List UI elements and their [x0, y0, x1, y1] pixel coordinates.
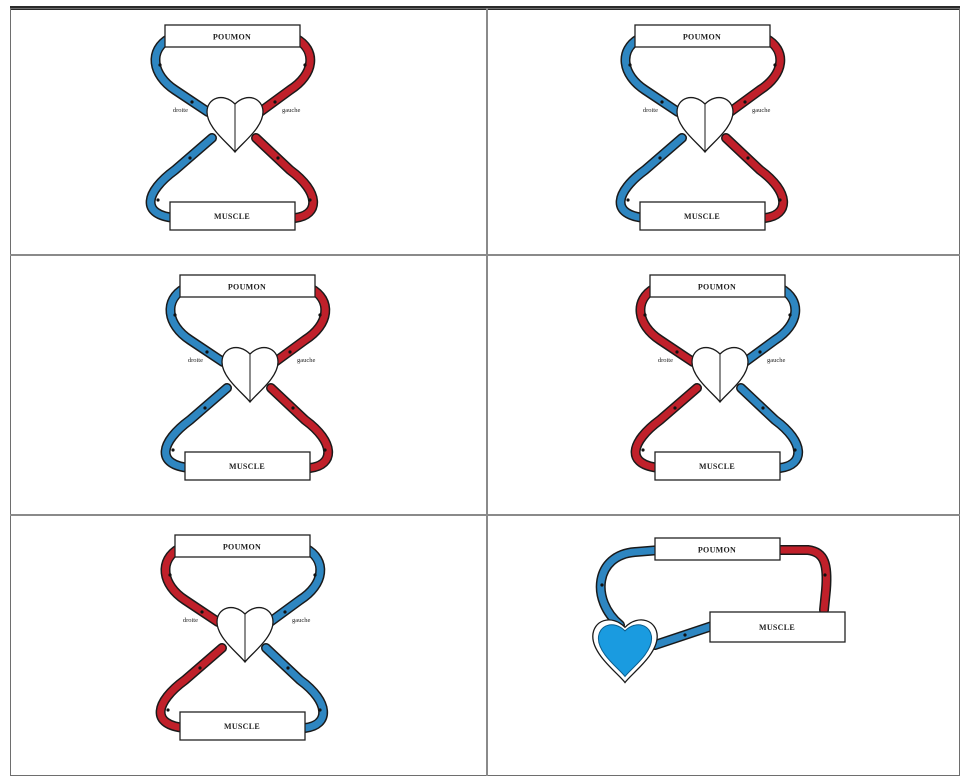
panel-3: POUMON MUSCLE droite gauche	[145, 270, 355, 490]
left-side-label: gauche	[767, 357, 786, 364]
flow-marker	[276, 156, 279, 159]
flow-marker	[773, 63, 776, 66]
flow-marker	[286, 666, 289, 669]
left-side-label: gauche	[297, 357, 316, 364]
flow-marker	[600, 583, 603, 586]
flow-marker	[288, 350, 291, 353]
panel-4: POUMON MUSCLE droite gauche	[615, 270, 825, 490]
flow-marker	[203, 406, 206, 409]
grid-vertical-line	[486, 8, 488, 776]
flow-marker	[168, 573, 171, 576]
flow-marker	[303, 63, 306, 66]
flow-marker	[318, 708, 321, 711]
flow-marker	[313, 573, 316, 576]
flow-marker	[761, 406, 764, 409]
flow-marker	[628, 63, 631, 66]
flow-marker	[188, 156, 191, 159]
flow-marker	[758, 350, 761, 353]
flow-marker	[626, 198, 629, 201]
left-side-label: gauche	[282, 107, 301, 114]
flow-marker	[283, 610, 286, 613]
flow-marker	[683, 633, 686, 636]
panel-2: POUMON MUSCLE droite gauche	[600, 20, 810, 240]
right-side-label: droite	[188, 357, 203, 364]
flow-marker	[658, 156, 661, 159]
single-loop-diagram: POUMON MUSCLE	[580, 530, 860, 690]
flow-marker	[273, 100, 276, 103]
grid-horizontal-line-1	[10, 254, 960, 256]
flow-marker	[291, 406, 294, 409]
flow-marker	[778, 198, 781, 201]
circulation-diagram: POUMON MUSCLE droite gauche	[615, 270, 825, 490]
flow-marker	[171, 448, 174, 451]
muscle-label: MUSCLE	[699, 462, 735, 471]
right-side-label: droite	[643, 107, 658, 114]
circulation-diagram: POUMON MUSCLE droite gauche	[140, 530, 350, 750]
grid-horizontal-line-2	[10, 514, 960, 516]
flow-marker	[643, 313, 646, 316]
flow-marker	[793, 448, 796, 451]
flow-marker	[200, 610, 203, 613]
flow-marker	[308, 198, 311, 201]
flow-marker	[660, 100, 663, 103]
vessel-lung-to-muscle	[780, 550, 827, 610]
flow-marker	[746, 156, 749, 159]
flow-marker	[173, 313, 176, 316]
flow-marker	[323, 448, 326, 451]
heart	[598, 625, 651, 677]
lung-label: POUMON	[683, 33, 721, 42]
flow-marker	[673, 406, 676, 409]
circulation-diagram: POUMON MUSCLE droite gauche	[145, 270, 355, 490]
circulation-diagram: POUMON MUSCLE droite gauche	[600, 20, 810, 240]
lung-label: POUMON	[228, 283, 266, 292]
right-side-label: droite	[173, 107, 188, 114]
flow-marker	[190, 100, 193, 103]
panel-1: POUMON MUSCLE droite gauche	[130, 20, 340, 240]
flow-marker	[823, 573, 826, 576]
circulation-diagram: POUMON MUSCLE droite gauche	[130, 20, 340, 240]
flow-marker	[675, 350, 678, 353]
muscle-label: MUSCLE	[229, 462, 265, 471]
lung-label: POUMON	[698, 546, 736, 555]
flow-marker	[198, 666, 201, 669]
right-side-label: droite	[183, 617, 198, 624]
muscle-label: MUSCLE	[684, 212, 720, 221]
panel-6: POUMON MUSCLE	[580, 530, 860, 690]
muscle-label: MUSCLE	[759, 623, 795, 632]
lung-label: POUMON	[213, 33, 251, 42]
flow-marker	[318, 313, 321, 316]
flow-marker	[166, 708, 169, 711]
flow-marker	[641, 448, 644, 451]
lung-label: POUMON	[223, 543, 261, 552]
right-side-label: droite	[658, 357, 673, 364]
flow-marker	[788, 313, 791, 316]
flow-marker	[205, 350, 208, 353]
lung-label: POUMON	[698, 283, 736, 292]
left-side-label: gauche	[292, 617, 311, 624]
panel-5: POUMON MUSCLE droite gauche	[140, 530, 350, 750]
flow-marker	[743, 100, 746, 103]
left-side-label: gauche	[752, 107, 771, 114]
flow-marker	[156, 198, 159, 201]
flow-marker	[158, 63, 161, 66]
muscle-label: MUSCLE	[224, 722, 260, 731]
vessel-heart-to-lung	[601, 550, 660, 625]
muscle-label: MUSCLE	[214, 212, 250, 221]
